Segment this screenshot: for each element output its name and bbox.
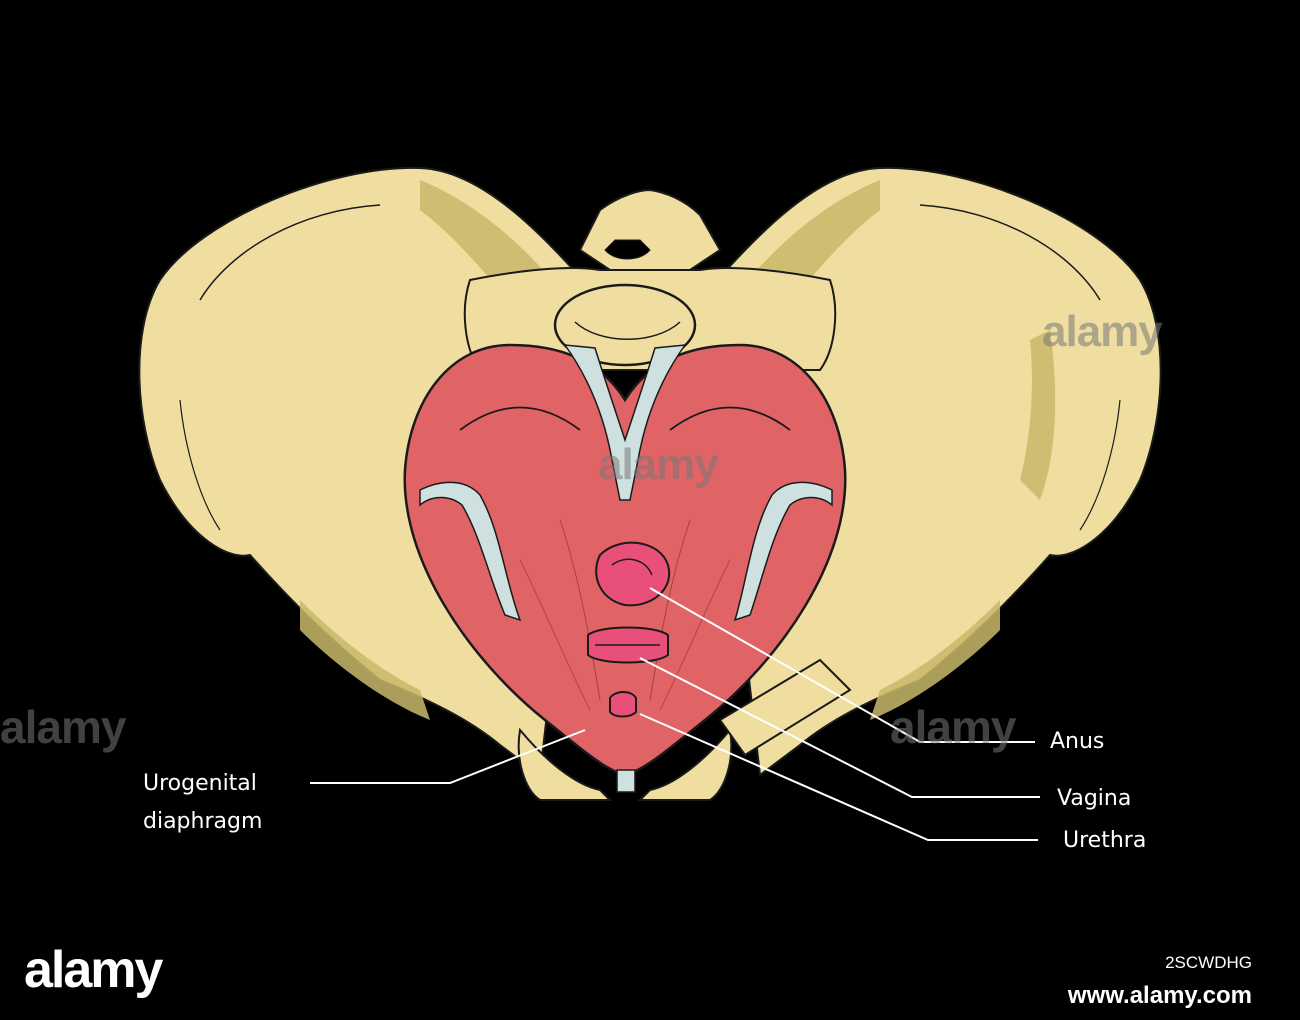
label-urethra: Urethra xyxy=(1063,828,1147,853)
urogenital-leader-line xyxy=(310,729,586,784)
pubic-bone-right xyxy=(637,727,733,801)
vertebral-body xyxy=(553,283,697,367)
image-code: 2SCWDHG xyxy=(1165,953,1252,972)
anus-leader-line xyxy=(649,587,1035,743)
alamy-url: www.alamy.com xyxy=(1067,982,1252,1009)
vagina-leader-line xyxy=(639,657,1040,798)
watermark-text: alamy xyxy=(890,701,1016,753)
watermark-text: alamy xyxy=(0,701,126,753)
ligament-left xyxy=(419,481,522,622)
urethra-orifice xyxy=(609,691,637,718)
label-vagina: Vagina xyxy=(1057,786,1132,811)
label-anus: Anus xyxy=(1050,729,1105,754)
ligament-right xyxy=(733,481,833,622)
watermark-text: alamy xyxy=(598,440,719,489)
alamy-logo: alamy xyxy=(24,941,163,999)
ligament-center xyxy=(563,344,687,501)
watermark-text: alamy xyxy=(1042,307,1163,356)
label-urogenital-line1: Urogenital xyxy=(143,771,257,796)
anus-orifice xyxy=(595,541,671,607)
pubic-bone-left xyxy=(517,727,613,801)
label-urogenital-line2: diaphragm xyxy=(143,809,263,834)
urethra-leader-line xyxy=(639,713,1038,841)
